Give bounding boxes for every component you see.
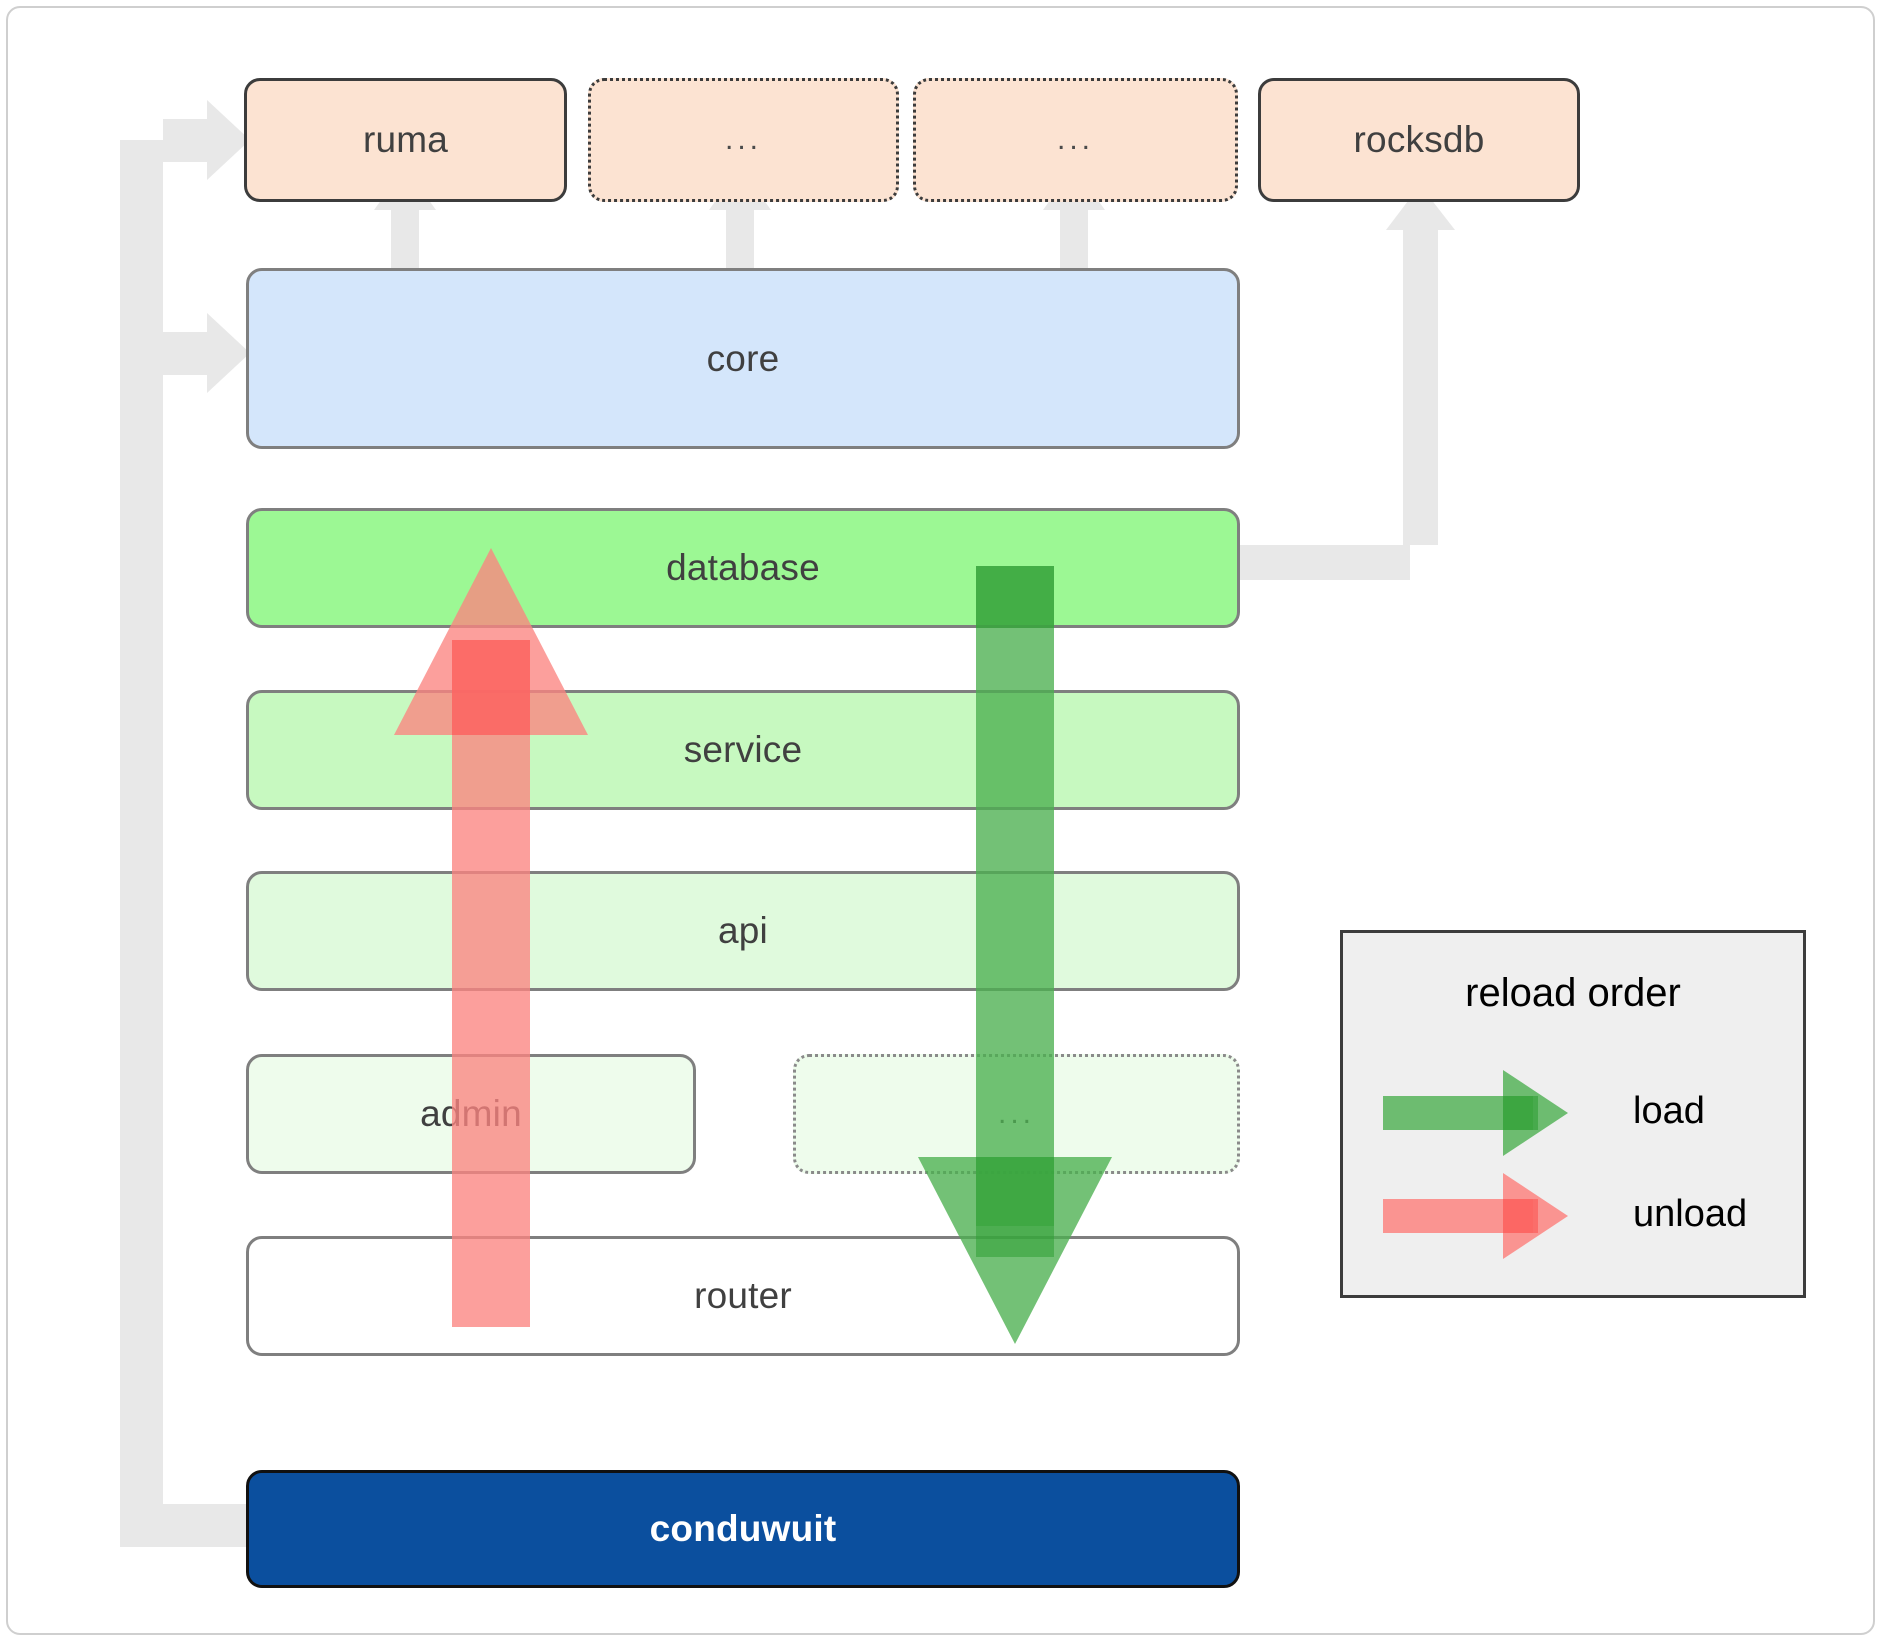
layer-database[interactable]: database [246,508,1240,628]
crate-ruma-label: ruma [362,119,449,160]
legend-row-unload: unload [1383,1171,1783,1261]
layer-core[interactable]: core [246,268,1240,449]
legend-load-label: load [1633,1090,1705,1132]
legend-row-load: load [1383,1068,1783,1158]
legend-unload-arrow-icon [1383,1173,1568,1259]
layer-admin[interactable]: admin [246,1054,696,1174]
diagram-frame [6,6,1875,1635]
crate-placeholder-1[interactable]: ... [588,78,899,202]
crate-placeholder-1-label: ... [724,123,762,156]
crate-rocksdb[interactable]: rocksdb [1258,78,1580,202]
layer-placeholder-label: ... [997,1097,1035,1130]
crate-placeholder-2-label: ... [1056,123,1094,156]
layer-database-label: database [666,547,820,588]
crate-rocksdb-label: rocksdb [1353,119,1485,160]
crate-placeholder-2[interactable]: ... [913,78,1238,202]
layer-api[interactable]: api [246,871,1240,991]
layer-router[interactable]: router [246,1236,1240,1356]
layer-api-label: api [718,910,768,951]
layer-service-label: service [683,729,803,770]
layer-placeholder[interactable]: ... [793,1054,1240,1174]
legend-unload-label: unload [1633,1193,1748,1235]
layer-service[interactable]: service [246,690,1240,810]
layer-admin-label: admin [420,1093,522,1134]
crate-ruma[interactable]: ruma [244,78,567,202]
layer-core-label: core [706,337,780,379]
root-conduwuit-label: conduwuit [649,1508,837,1549]
legend-title: reload order [1465,971,1681,1015]
legend-load-arrow-icon [1383,1070,1568,1156]
legend-panel: reload order load unload [1340,930,1806,1298]
layer-router-label: router [694,1275,792,1316]
root-conduwuit[interactable]: conduwuit [246,1470,1240,1588]
